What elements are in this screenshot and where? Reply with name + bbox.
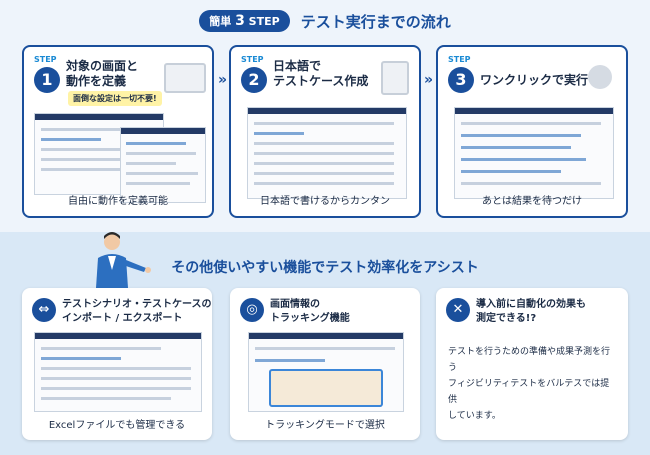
step-card-3: STEP 3 ワンクリックで実行 あとは結果を待つだけ (436, 45, 628, 218)
feature-caption: トラッキングモードで選択 (265, 420, 385, 431)
presenter-illustration (96, 232, 151, 288)
screenshot-define-panel (120, 127, 206, 203)
screenshot-run (454, 107, 614, 199)
feature-title: 導入前に自動化の効果も 測定できる!? (476, 299, 586, 324)
feature-body: テストを行うための準備や成果予測を行う フィジビリティテストをバルテスでは提供 … (448, 347, 611, 421)
step-caption: 日本語で書けるからカンタン (260, 196, 390, 207)
step-badge: 簡単 3 STEP (199, 10, 290, 32)
step-label: STEP (34, 55, 57, 64)
feature-card-tracking: ◎ 画面情報の トラッキング機能 トラッキングモードで選択 (230, 288, 420, 440)
step-label: STEP (241, 55, 264, 64)
tools-icon: ✕ (446, 298, 470, 322)
step-arrow-2: » (424, 72, 434, 88)
step-title: ワンクリックで実行 (480, 73, 589, 87)
step-number: 1 (34, 67, 60, 93)
step-caption: あとは結果を待つだけ (482, 196, 582, 207)
step-title: 日本語で テストケース作成 (273, 59, 369, 88)
tracking-highlight (269, 369, 383, 407)
feature-card-feasibility: ✕ 導入前に自動化の効果も 測定できる!? テストを行うための準備や成果予測を行… (436, 288, 628, 440)
play-icon (588, 65, 612, 89)
tracking-icon: ◎ (240, 298, 264, 322)
features-title: その他使いやすい機能でテスト効率化をアシスト (171, 260, 479, 276)
section-header: 簡単 3 STEP テスト実行までの流れ (0, 10, 650, 34)
monitor-icon (164, 63, 206, 93)
step-note: 面倒な設定は一切不要! (68, 91, 162, 106)
feature-card-import-export: ⇔ テストシナリオ・テストケースの インポート / エクスポート Excelファ… (22, 288, 212, 440)
screenshot-excel (34, 332, 202, 412)
step-caption: 自由に動作を定義可能 (68, 196, 168, 207)
section-title: テスト実行までの流れ (300, 12, 451, 31)
step-label: STEP (448, 55, 471, 64)
import-export-icon: ⇔ (32, 298, 56, 322)
step-number: 3 (448, 67, 474, 93)
step-arrow-1: » (218, 72, 228, 88)
step-card-1: STEP 1 対象の画面と 動作を定義 面倒な設定は一切不要! 自由に動作を定義… (22, 45, 214, 218)
step-title: 対象の画面と 動作を定義 (66, 59, 139, 88)
screenshot-testcase (247, 107, 407, 199)
step-number: 2 (241, 67, 267, 93)
feature-title: 画面情報の トラッキング機能 (270, 299, 350, 324)
feature-caption: Excelファイルでも管理できる (48, 420, 186, 431)
screenshot-tracking (248, 332, 404, 412)
step-card-2: STEP 2 日本語で テストケース作成 日本語で書けるからカンタン (229, 45, 421, 218)
document-icon (381, 61, 409, 95)
feature-title: テストシナリオ・テストケースの インポート / エクスポート (62, 299, 212, 324)
